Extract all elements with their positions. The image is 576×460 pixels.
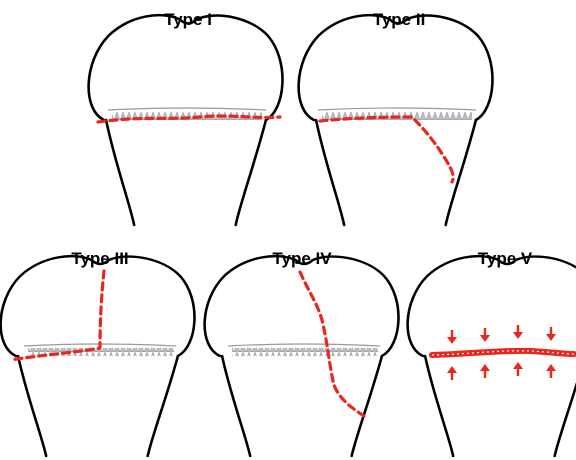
arrow-up-icon bbox=[546, 364, 556, 378]
fracture-line bbox=[320, 117, 453, 182]
panel-type-4: Type IV bbox=[205, 249, 399, 456]
arrow-up-icon bbox=[447, 366, 457, 380]
arrow-down-icon bbox=[513, 325, 523, 339]
panel-type-2: Type II bbox=[299, 10, 493, 225]
panel-title-type-2: Type II bbox=[373, 10, 426, 29]
arrow-down-icon bbox=[447, 330, 457, 344]
growth-plate bbox=[228, 344, 380, 356]
bone-outline bbox=[205, 256, 399, 456]
crushed-growth-plate bbox=[432, 351, 574, 355]
arrow-down-icon bbox=[546, 327, 556, 341]
panel-title-type-4: Type IV bbox=[272, 249, 332, 268]
panel-type-1: Type I bbox=[89, 10, 283, 225]
arrow-down-icon bbox=[480, 328, 490, 342]
panel-type-3: Type III bbox=[1, 249, 195, 456]
arrow-up-icon bbox=[513, 362, 523, 376]
panel-title-type-1: Type I bbox=[164, 10, 212, 29]
fracture-line bbox=[10, 271, 104, 360]
panel-type-5: Type V bbox=[408, 249, 576, 456]
arrow-up-icon bbox=[480, 364, 490, 378]
